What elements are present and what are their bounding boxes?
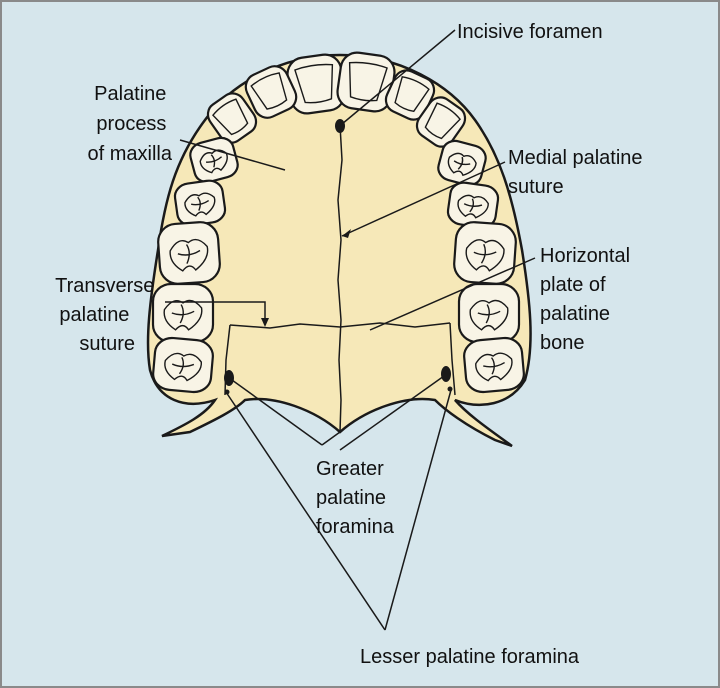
transverse-suture-line [229,322,451,329]
tooth-crown [206,92,258,144]
tooth-cusp-detail [164,352,203,382]
molar-tooth [457,282,521,344]
label-horizontal-plate: Horizontal plate of palatine bone [540,245,636,354]
molar-tooth [157,221,221,285]
label-lesser-palatine-foramina: Lesser palatine foramina [360,646,580,668]
tooth-cusp-detail [447,152,477,177]
leader-palatine-process [179,139,286,171]
tooth-cusp-detail [424,102,461,140]
label-transverse-palatine-suture: Transverse palatine suture [55,275,160,355]
premolar-tooth [437,139,487,187]
incisive-foramen-mark [335,119,345,133]
leader-transverse-suture [165,301,266,325]
transverse-suture-right-edge [449,322,456,396]
tooth-crown [244,65,298,119]
tooth-cusp-detail [469,299,509,331]
arrow-transverse-suture [261,318,269,327]
tooth-cusp-detail [457,194,489,219]
tooth-cusp-detail [394,76,430,113]
tooth-cusp-detail [250,72,288,110]
leader-lesser-left [225,391,386,631]
premolar-tooth [173,179,227,227]
tooth-cusp-detail [212,98,249,136]
tooth-cusp-detail [294,63,334,104]
greater-foramen-right [441,366,451,382]
incisor-tooth [244,65,298,119]
leader-greater-right [339,375,445,451]
canine-tooth [415,96,467,148]
lesser-foramen-right [447,386,453,392]
tooth-crown [415,96,467,148]
label-greater-palatine-foramina: Greater palatine foramina [316,458,395,538]
greater-foramen-left [224,370,234,386]
leader-medial-suture [341,161,506,237]
leader-incisive-foramen [341,29,456,125]
tooth-cusp-detail [475,352,513,382]
leader-lesser-right [384,389,452,631]
molar-tooth [463,336,525,394]
molar-tooth [151,282,215,344]
molar-tooth [152,336,214,394]
label-palatine-process: Palatine process of maxilla [88,83,173,165]
tooth-cusp-detail [169,238,209,272]
teeth-group [151,51,525,394]
leader-greater-left [231,379,323,446]
tooth-cusp-detail [184,192,216,217]
canine-tooth [206,92,258,144]
label-incisive-foramen: Incisive foramen [457,21,603,43]
tooth-cusp-detail [348,61,388,102]
lesser-foramen-left [224,389,230,395]
tooth-cusp-detail [199,149,228,174]
label-medial-palatine-suture: Medial palatine suture [508,147,648,198]
premolar-tooth [189,136,239,184]
leader-greater-mid [321,431,341,446]
medial-suture-line [337,124,343,433]
leader-horizontal-plate [369,257,536,331]
tooth-cusp-detail [465,239,505,272]
arrow-medial-suture [342,229,351,238]
molar-tooth [453,221,517,285]
